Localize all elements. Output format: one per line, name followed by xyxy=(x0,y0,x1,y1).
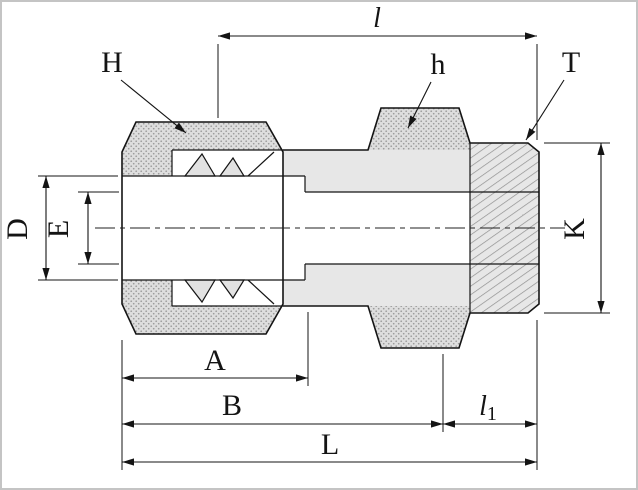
dim-label-l: l xyxy=(373,3,381,34)
dimension-E: E xyxy=(42,191,119,265)
dimension-l1: l1 xyxy=(443,391,537,428)
thread-section xyxy=(470,143,539,313)
hex-flat-top xyxy=(368,108,470,150)
callout-h: h xyxy=(407,48,446,129)
internal-bore-lines xyxy=(122,149,539,307)
callout-H: H xyxy=(101,46,187,134)
dim-label-D: D xyxy=(1,218,34,240)
dim-label-h: h xyxy=(431,48,446,81)
nut-outline xyxy=(121,121,284,335)
dimension-B: B xyxy=(122,389,443,428)
dim-label-A: A xyxy=(204,344,226,377)
body-outline xyxy=(283,107,540,349)
dim-label-K: K xyxy=(558,218,591,240)
leader-line-H xyxy=(120,79,187,134)
dim-label-H: H xyxy=(101,46,123,79)
dim-label-T: T xyxy=(562,46,580,79)
dim-label-E: E xyxy=(42,220,75,238)
dimension-D: D xyxy=(1,175,118,281)
body-nose-bottom xyxy=(247,279,275,305)
dimension-l: l xyxy=(217,3,538,140)
dimension-A: A xyxy=(122,344,308,382)
hex-flat-bottom xyxy=(368,306,470,348)
bottom-extension-lines xyxy=(121,312,538,470)
leader-line-h xyxy=(407,81,432,129)
dim-label-L: L xyxy=(321,428,339,461)
dimension-L: L xyxy=(122,428,537,466)
body-nose-top xyxy=(247,151,275,177)
dim-label-B: B xyxy=(222,389,242,422)
dimension-K: K xyxy=(544,142,610,314)
dim-label-l1: l1 xyxy=(479,391,497,425)
leader-line-T xyxy=(525,79,565,141)
callout-T: T xyxy=(525,46,580,141)
